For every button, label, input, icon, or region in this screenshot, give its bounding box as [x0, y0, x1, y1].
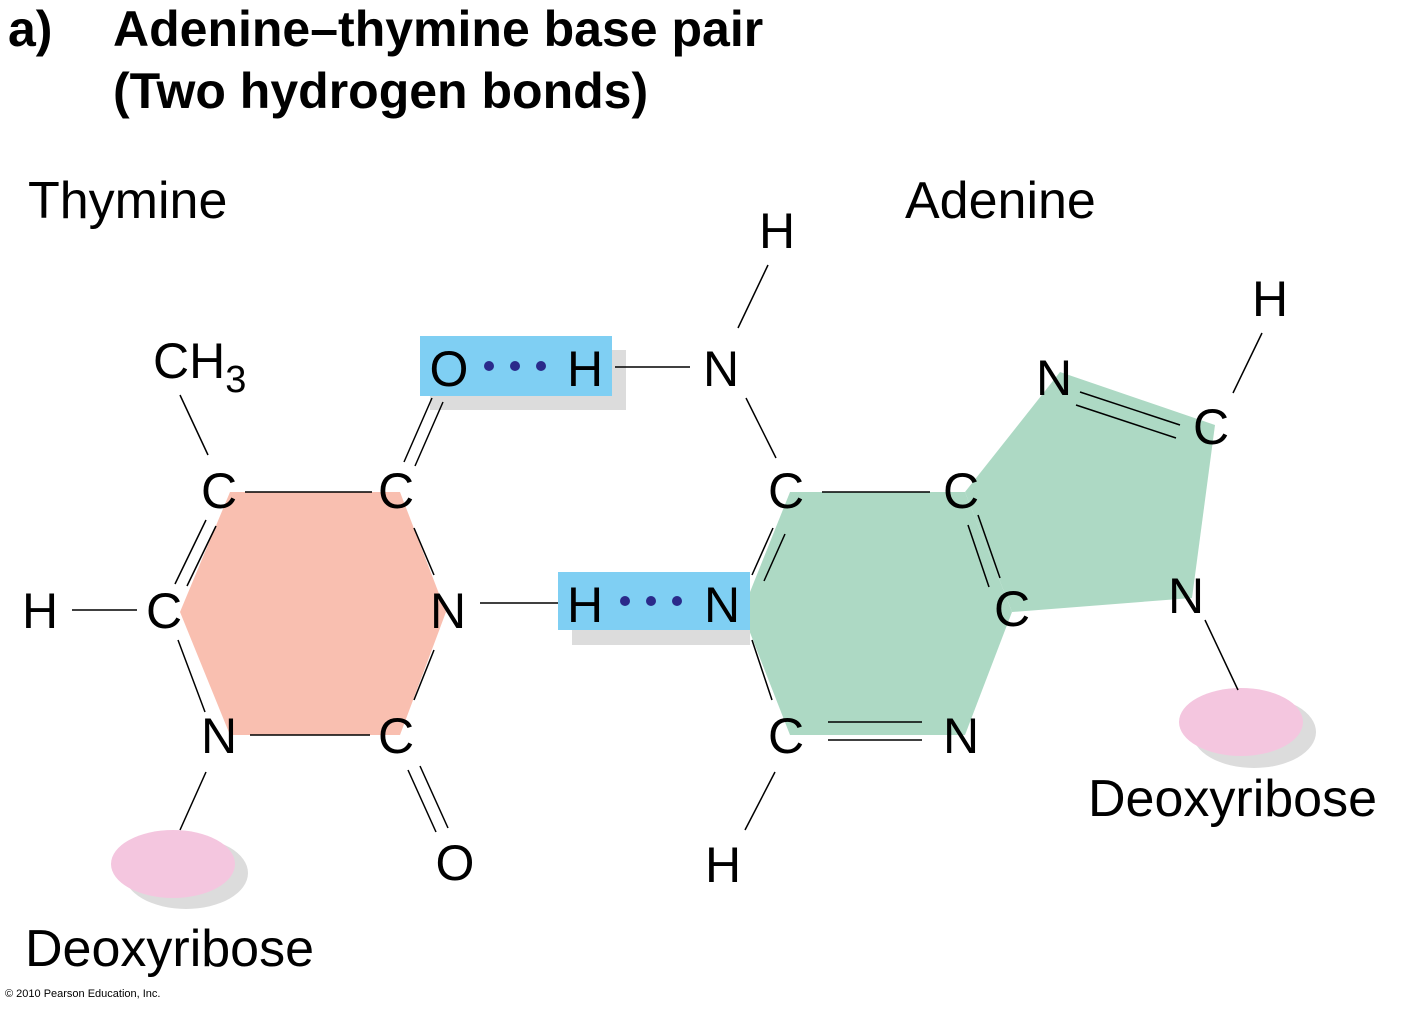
- hbond-1-dot: [536, 361, 546, 371]
- deoxyribose-right-sugar: [1179, 688, 1303, 756]
- thymine-label: Thymine: [28, 172, 227, 230]
- adenine-h8-atom: H: [1252, 271, 1288, 327]
- thymine-ch3-label: CH3: [153, 333, 246, 401]
- figure-subtitle: (Two hydrogen bonds): [113, 63, 648, 119]
- thymine-n3-atom: N: [430, 583, 466, 639]
- hbond-1-dot: [510, 361, 520, 371]
- adenine-h2-atom: H: [705, 837, 741, 893]
- deoxyribose-left-label: Deoxyribose: [25, 920, 314, 978]
- hbond-2-dot: [672, 596, 682, 606]
- thymine-bonds: [72, 394, 558, 833]
- thymine-c6-atom: C: [146, 583, 182, 639]
- adenine-n9-atom: N: [1168, 568, 1204, 624]
- hbond-2-hydrogen: H: [567, 577, 603, 633]
- hbond-1-hydrogen: H: [567, 341, 603, 397]
- adenine-label: Adenine: [905, 172, 1096, 230]
- deoxyribose-right-label: Deoxyribose: [1088, 770, 1377, 828]
- adenine-c2-atom: C: [768, 708, 804, 764]
- hbond-2-dot: [620, 596, 630, 606]
- thymine-c5-atom: C: [201, 463, 237, 519]
- copyright-notice: © 2010 Pearson Education, Inc.: [5, 988, 160, 1000]
- adenine-six-ring-fill: [742, 492, 1012, 735]
- figure-letter: a): [8, 1, 52, 57]
- thymine-c2-atom: C: [378, 708, 414, 764]
- hbond-1-dot: [484, 361, 494, 371]
- adenine-c8-atom: C: [1193, 399, 1229, 455]
- hbond-2-dot: [646, 596, 656, 606]
- adenine-c5-atom: C: [943, 463, 979, 519]
- thymine-ring-fill: [180, 492, 446, 735]
- adenine-c4-atom: C: [994, 581, 1030, 637]
- adenine-five-ring-fill: [965, 372, 1215, 612]
- adenine-n6-atom: N: [703, 341, 739, 397]
- thymine-o2-atom: O: [436, 835, 475, 891]
- thymine-n1-atom: N: [201, 708, 237, 764]
- figure-title: Adenine–thymine base pair: [113, 1, 763, 57]
- adenine-c6-atom: C: [768, 463, 804, 519]
- hbond-2-nitrogen: N: [704, 577, 740, 633]
- adenine-n3-atom: N: [943, 708, 979, 764]
- thymine-h6-atom: H: [22, 583, 58, 639]
- thymine-c4-atom: C: [378, 463, 414, 519]
- adenine-h6-atom: H: [759, 203, 795, 259]
- deoxyribose-left-sugar: [111, 830, 235, 898]
- adenine-n7-atom: N: [1036, 350, 1072, 406]
- hbond-1-oxygen: O: [430, 341, 469, 397]
- adenine-bonds: [615, 264, 1263, 831]
